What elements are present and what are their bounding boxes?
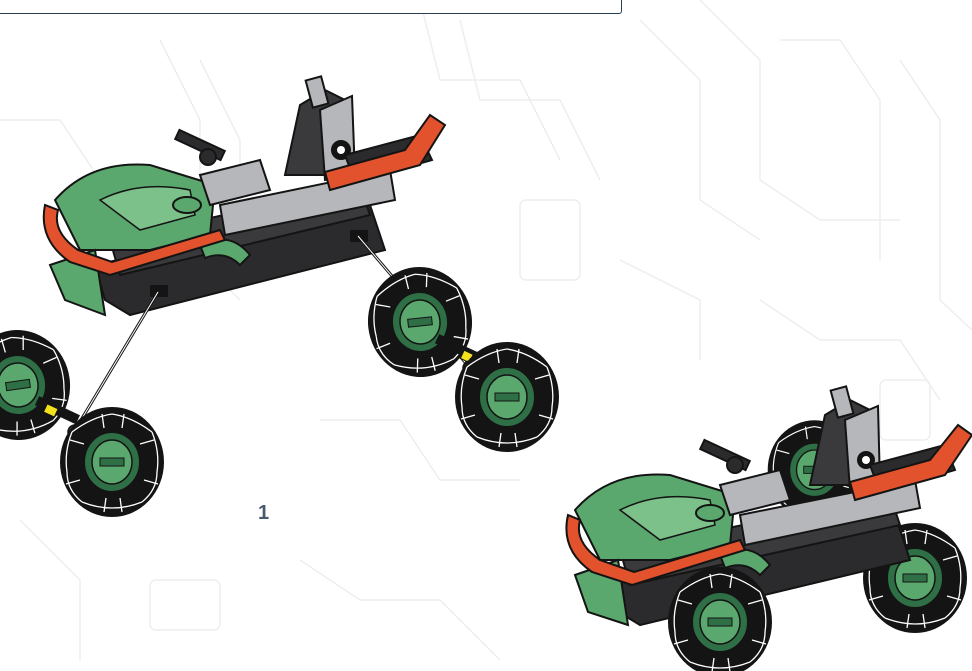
rear-axle-assembly xyxy=(361,260,560,453)
step-number: 1 xyxy=(258,502,270,524)
buggy-completed xyxy=(565,385,972,671)
front-axle-assembly xyxy=(0,322,165,518)
callout-frame xyxy=(0,0,622,14)
buggy-exploded xyxy=(42,75,472,436)
